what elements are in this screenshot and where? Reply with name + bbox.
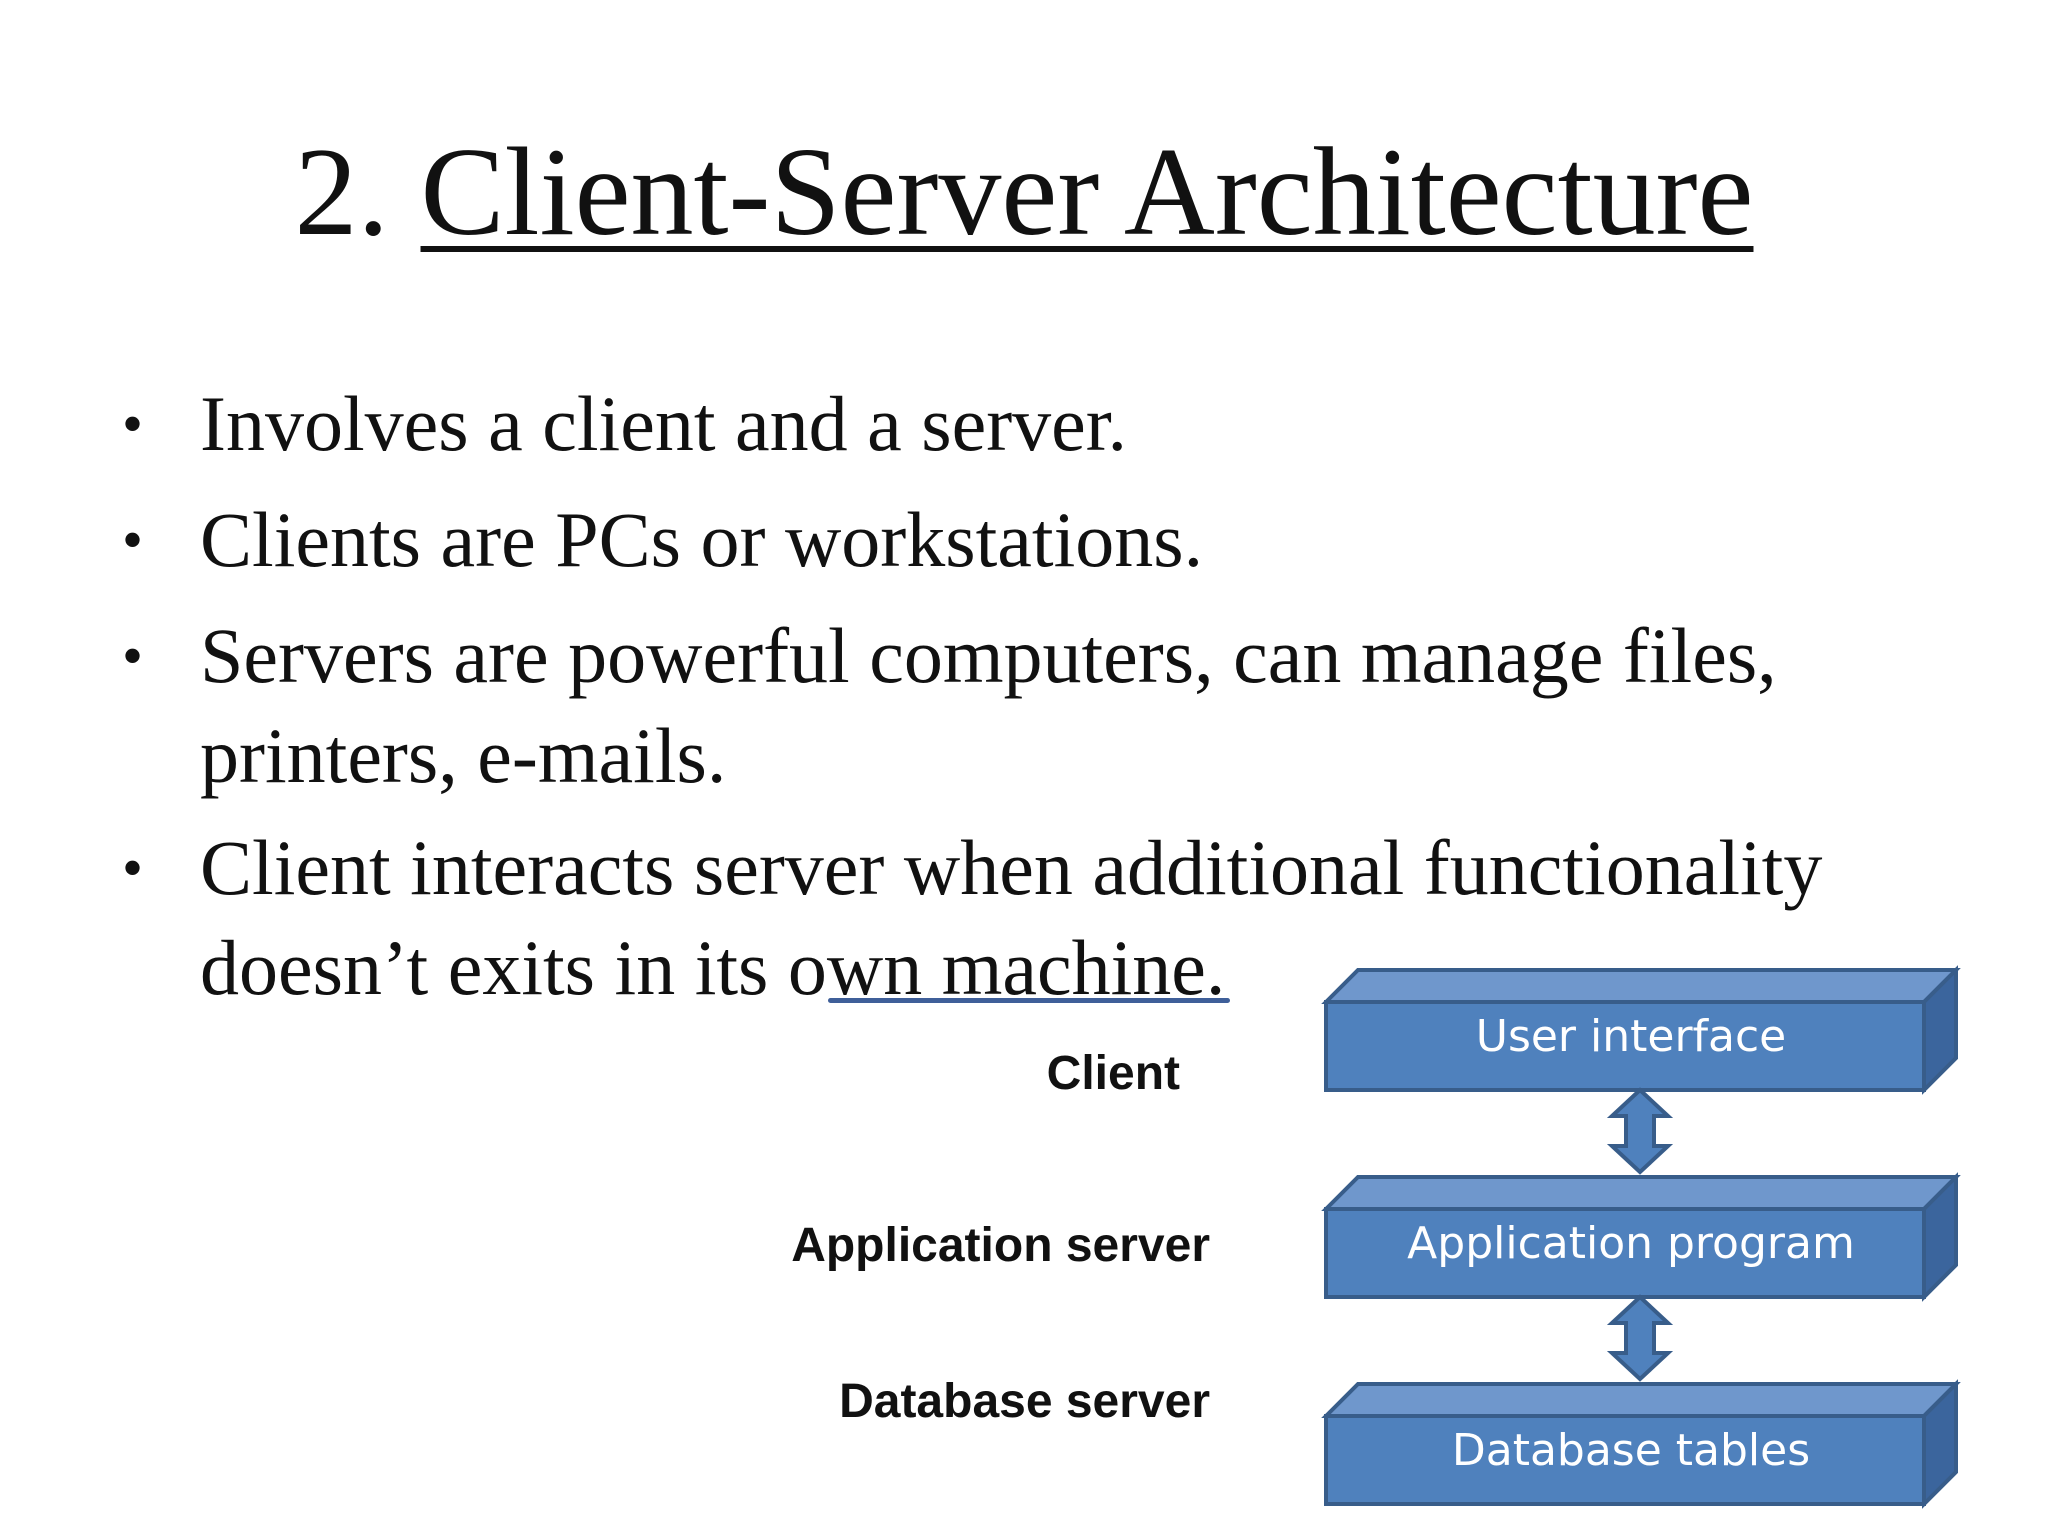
- bullet-item: • Clients are PCs or workstations.: [122, 490, 1900, 590]
- three-tier-diagram-svg: [1321, 965, 1961, 1509]
- bullet-item: • Involves a client and a server.: [122, 374, 1900, 474]
- tier-label-database-server: Database server: [839, 1375, 1210, 1428]
- tier-label-application-server: Application server: [791, 1219, 1210, 1272]
- bullet-dot: •: [122, 835, 144, 901]
- bullet-text-line-1: Servers are powerful computers, can mana…: [200, 612, 1777, 699]
- layer-box-user-interface: [1321, 965, 1961, 1095]
- bullet-item: • Client interacts server when additiona…: [122, 818, 1900, 1018]
- layer-label-application-program: Application program: [1407, 1218, 1855, 1269]
- double-arrow-icon: [1606, 1294, 1674, 1382]
- slide-title: 2. Client-Server Architecture: [0, 130, 2048, 256]
- layer-box-application-program: [1321, 1172, 1961, 1302]
- bullet-text: Clients are PCs or workstations.: [200, 496, 1204, 583]
- layer-label-database-tables: Database tables: [1451, 1425, 1811, 1476]
- title-text: Client-Server Architecture: [420, 123, 1754, 262]
- pen-annotation-underline: [828, 998, 1230, 1003]
- three-tier-diagram: User interface Application program Datab…: [1310, 950, 1990, 1510]
- bullet-item: • Servers are powerful computers, can ma…: [122, 606, 1900, 806]
- bullet-dot: •: [122, 391, 144, 457]
- layer-label-user-interface: User interface: [1475, 1011, 1787, 1062]
- bullet-dot: •: [122, 507, 144, 573]
- layer-box-database-tables: [1321, 1379, 1961, 1509]
- bullet-text-line-2: doesn’t exits in its own machine.: [200, 924, 1226, 1011]
- tier-label-client: Client: [1046, 1047, 1180, 1100]
- title-number: 2.: [294, 123, 390, 262]
- bullet-text: Involves a client and a server.: [200, 380, 1127, 467]
- bullet-text-line-2: printers, e-mails.: [200, 712, 727, 799]
- double-arrow-icon: [1606, 1087, 1674, 1175]
- bullet-text-line-1: Client interacts server when additional …: [200, 824, 1823, 911]
- bullet-dot: •: [122, 623, 144, 689]
